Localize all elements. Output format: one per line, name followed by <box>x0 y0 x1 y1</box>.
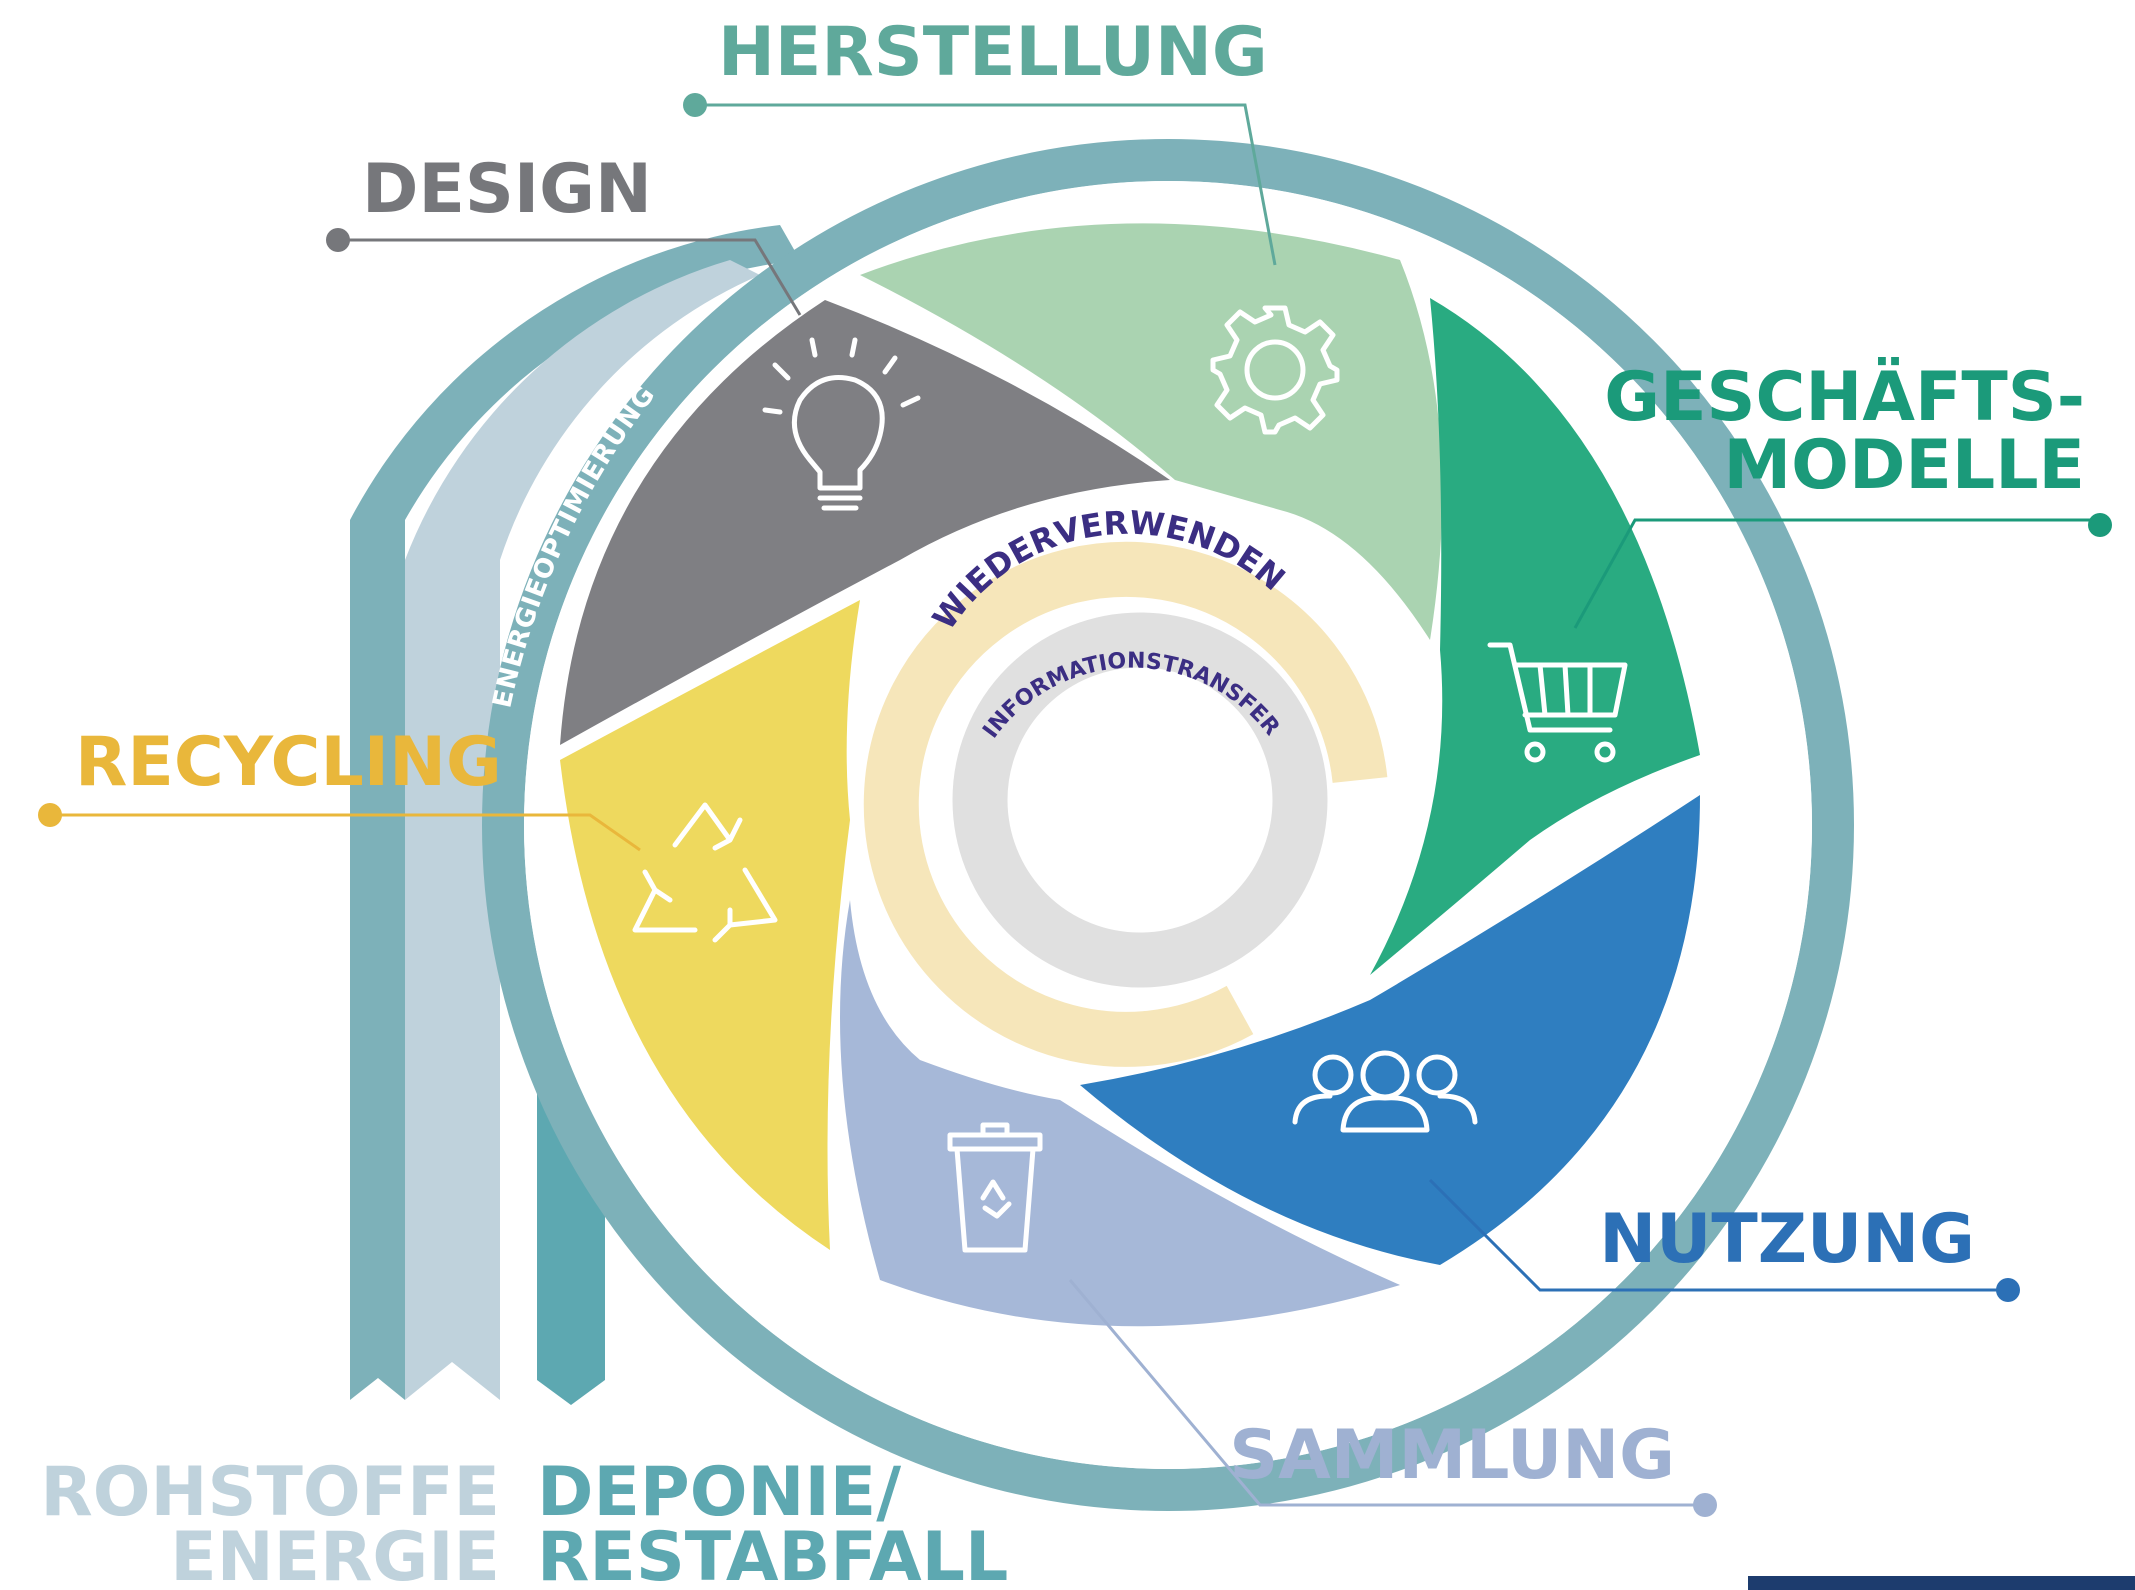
label-herstellung: HERSTELLUNG <box>683 13 1277 266</box>
label-sammlung: SAMMLUNG <box>1068 1279 1717 1517</box>
segment-recycling <box>560 600 860 1250</box>
rohstoffe-ribbon <box>405 260 760 1400</box>
recycle-arrows-icon <box>632 802 778 943</box>
people-group-icon <box>1292 1050 1478 1133</box>
rohstoffe-ribbon-outer <box>350 225 800 1400</box>
informationstransfer-ring <box>952 612 1328 988</box>
svg-text:RECYCLING: RECYCLING <box>75 723 502 802</box>
deponie-label-1: DEPONIE/ <box>537 1453 901 1532</box>
segment-sammlung <box>840 900 1400 1327</box>
shopping-cart-icon <box>1487 642 1628 763</box>
label-recycling: RECYCLING <box>38 723 641 852</box>
segment-geschaeftsmodelle <box>1370 298 1700 975</box>
svg-text:DESIGN: DESIGN <box>362 150 652 229</box>
rohstoffe-label-2: ENERGIE <box>170 1518 500 1590</box>
svg-text:MODELLE: MODELLE <box>1724 426 2085 505</box>
label-design: DESIGN <box>326 150 802 316</box>
lightbulb-icon <box>762 337 921 511</box>
label-nutzung: NUTZUNG <box>1428 1178 2020 1302</box>
wiederverwenden-ring <box>863 541 1388 1067</box>
deponie-label-2: RESTABFALL <box>537 1518 1008 1590</box>
rohstoffe-label-1: ROHSTOFFE <box>40 1453 500 1532</box>
segment-design <box>560 300 1170 745</box>
gear-icon <box>1210 305 1340 435</box>
svg-text:SAMMLUNG: SAMMLUNG <box>1229 1416 1675 1495</box>
recycling-bin-icon <box>947 1122 1043 1253</box>
energieoptimierung-ring <box>482 139 1854 1511</box>
svg-text:HERSTELLUNG: HERSTELLUNG <box>718 13 1268 92</box>
svg-text:GESCHÄFTS-: GESCHÄFTS- <box>1604 357 2085 437</box>
label-geschaeftsmodelle: GESCHÄFTS- MODELLE <box>1573 357 2112 629</box>
segment-nutzung <box>1080 795 1700 1265</box>
corner-bar <box>1748 1576 2135 1590</box>
svg-text:NUTZUNG: NUTZUNG <box>1599 1200 1975 1279</box>
